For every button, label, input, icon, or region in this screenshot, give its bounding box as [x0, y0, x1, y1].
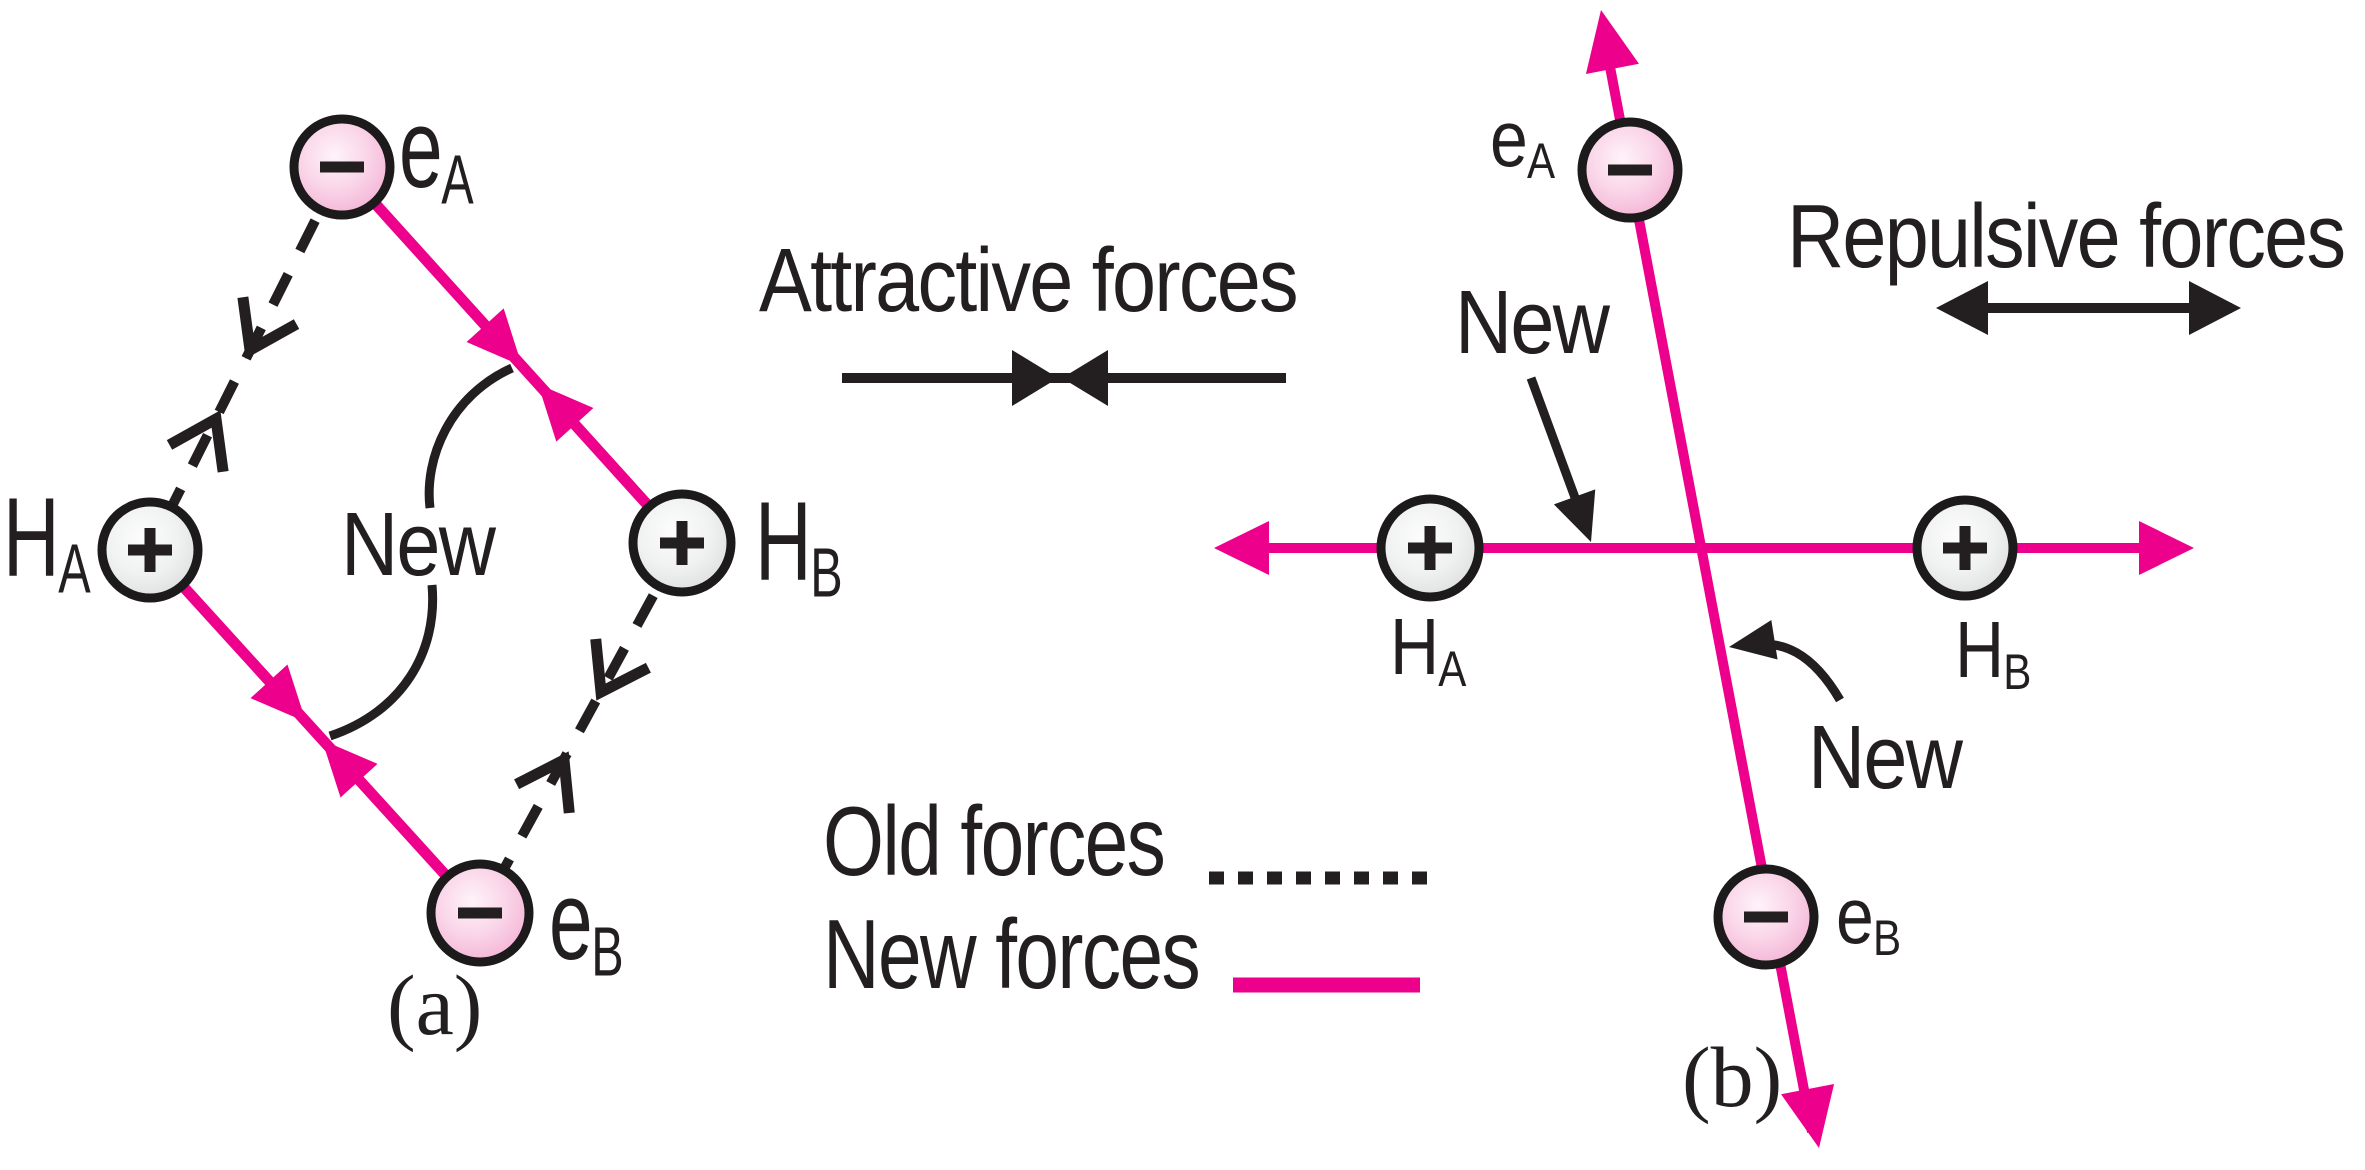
electron-eA-a	[289, 114, 395, 220]
new-pointer-curve-lower	[328, 584, 438, 741]
nucleus-HB-b	[1912, 495, 2018, 601]
new-pointer-arrow-top-shaft	[1526, 376, 1582, 505]
electron-eB-b	[1713, 864, 1819, 970]
new-pointer-arrowhead-icon	[1553, 489, 1596, 542]
nucleus-HA-b	[1376, 494, 1484, 602]
label-HB-a: HB	[755, 479, 843, 612]
repulsive-arrowhead-icon	[1936, 281, 1988, 335]
repulsive-forces-label: Repulsive forces	[1787, 187, 2346, 287]
legend-old-forces-label: Old forces	[823, 786, 1166, 896]
caption-b: (b)	[1682, 1029, 1783, 1125]
label-eA-b: eA	[1490, 94, 1556, 189]
nucleus-HB-a	[628, 489, 736, 597]
label-HA-b: HA	[1390, 602, 1467, 697]
caption-a: (a)	[387, 957, 483, 1053]
new-pointer-arrowhead-icon	[1729, 620, 1778, 660]
legend-new-forces-label: New forces	[823, 899, 1201, 1009]
new-force-arrowhead-icon	[466, 308, 522, 366]
old-force-arrowhead-icon	[166, 410, 229, 473]
label-HA-a: HA	[3, 475, 91, 608]
old-force-arrowhead-icon	[590, 638, 651, 701]
repulsion-arrowhead-icon	[2139, 521, 2194, 575]
label-HB-b: HB	[1955, 605, 2032, 700]
attractive-arrowhead-icon	[1062, 350, 1108, 406]
repulsion-arrowhead-icon	[1781, 1083, 1835, 1148]
new-force-arrowhead-icon	[538, 384, 594, 442]
attractive-forces-label: Attractive forces	[759, 231, 1299, 331]
repulsive-arrowhead-icon	[2189, 281, 2241, 335]
electron-eB-a	[426, 859, 534, 967]
old-force-line-HB-eB	[475, 540, 687, 916]
old-force-line-eA-HA	[145, 164, 347, 553]
electron-eA-b	[1577, 117, 1683, 223]
new-label-b-top: New	[1455, 273, 1610, 373]
new-force-arrowhead-icon	[250, 664, 306, 722]
label-eB-a: eB	[549, 858, 624, 991]
old-force-arrowhead-icon	[514, 751, 575, 814]
label-eB-b: eB	[1836, 871, 1902, 966]
label-eA-a: eA	[399, 86, 474, 219]
repulsion-arrowhead-icon	[1214, 521, 1269, 575]
repulsion-arrowhead-icon	[1585, 10, 1639, 75]
nucleus-HA-a	[97, 497, 203, 603]
old-force-arrowhead-icon	[237, 296, 300, 359]
new-label-a: New	[341, 495, 496, 595]
new-pointer-curve-upper	[424, 363, 514, 509]
new-label-b-bottom: New	[1808, 708, 1963, 808]
new-force-line-HA-eB	[145, 546, 485, 917]
new-force-arrowhead-icon	[322, 740, 378, 798]
attractive-arrowhead-icon	[1012, 350, 1058, 406]
